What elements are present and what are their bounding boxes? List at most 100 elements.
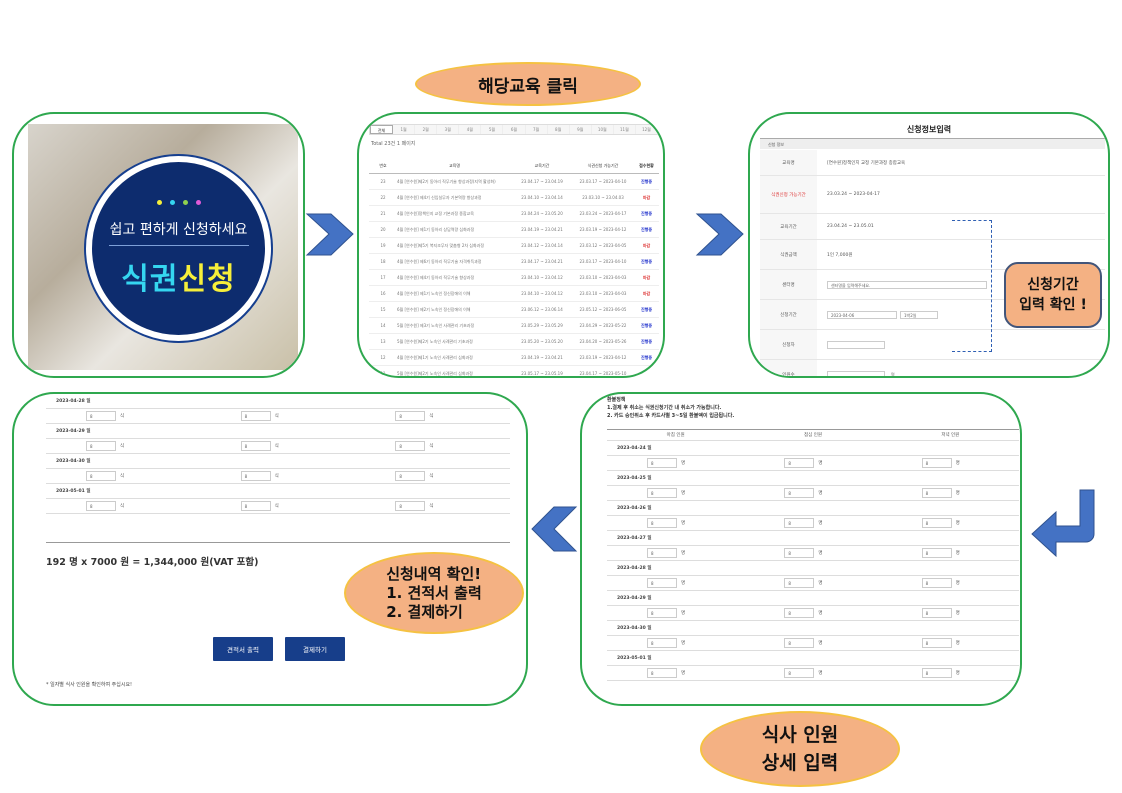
- meal-count-input[interactable]: 8: [86, 411, 116, 421]
- meal-count-input[interactable]: 8: [86, 471, 116, 481]
- course-title[interactable]: 5월 [연수원]제2기 노숙인 사례관리 심화과정: [397, 370, 473, 376]
- meal-count-input[interactable]: 8: [784, 638, 815, 648]
- meal-count-input[interactable]: 8: [784, 578, 815, 588]
- tab-month[interactable]: 8월: [547, 125, 570, 134]
- course-title[interactable]: 4월 [연수원] 제1기 노숙인 정신장애의 이해: [397, 290, 471, 296]
- row-number: 23: [380, 179, 386, 184]
- meal-count-input[interactable]: 8: [647, 608, 677, 618]
- course-title[interactable]: 5월 [연수원] 제3기 노숙인 사례관리 기초과정: [397, 322, 475, 328]
- meal-count-input[interactable]: 8: [86, 501, 116, 511]
- status-badge: 마감: [642, 290, 651, 296]
- meal-count-input[interactable]: 8: [921, 458, 952, 468]
- meal-count-input[interactable]: 8: [240, 471, 271, 481]
- meal-count-input[interactable]: 8: [647, 548, 677, 558]
- course-title[interactable]: 4월 [연수원] 제4기 신입실무자 기본역량 향상과정: [397, 194, 482, 200]
- meal-count-input[interactable]: 8: [784, 518, 815, 528]
- course-title[interactable]: 6월 [연수원] 제2기 노숙인 정신장애의 이해: [397, 306, 471, 312]
- course-title[interactable]: 4월 [연수원] 제6기 동아리 직무기술 자격취득과정: [397, 258, 482, 264]
- meal-count-input[interactable]: 8: [921, 668, 952, 678]
- course-title[interactable]: 4월 [연수원]정책인지 교정 기본과정 종합교육: [397, 210, 474, 216]
- meal-count-input[interactable]: 8: [647, 518, 677, 528]
- tab-month[interactable]: 3월: [437, 125, 460, 134]
- meal-count-input[interactable]: 8: [647, 488, 677, 498]
- meal-count-input[interactable]: 8: [784, 488, 815, 498]
- row-number: 15: [380, 307, 386, 312]
- meal-count-input[interactable]: 8: [647, 668, 677, 678]
- pay-button[interactable]: 결제하기: [285, 637, 345, 661]
- meal-count-input[interactable]: 8: [921, 608, 952, 618]
- meal-count-input[interactable]: 8: [921, 578, 952, 588]
- meal-count-input[interactable]: 8: [784, 458, 815, 468]
- meal-count-input[interactable]: 8: [784, 668, 815, 678]
- meal-unit: 명: [955, 521, 960, 526]
- meal-count-input[interactable]: 8: [240, 411, 271, 421]
- course-title[interactable]: 4월 [연수원]제2기 동아리 직무기술 향상과정(지역 활성화): [397, 178, 496, 184]
- tab-month[interactable]: 전체: [370, 125, 394, 134]
- meal-count-input[interactable]: 8: [647, 638, 677, 648]
- tab-month[interactable]: 6월: [503, 125, 526, 134]
- meal-count-input[interactable]: 8: [784, 608, 815, 618]
- tab-month[interactable]: 7월: [525, 125, 548, 134]
- meal-count-input[interactable]: 8: [240, 501, 271, 511]
- course-period: 23.05.17 ~ 23.05.19: [521, 371, 563, 376]
- meal-count-input[interactable]: 8: [921, 638, 952, 648]
- meal-count-input[interactable]: 8: [784, 548, 815, 558]
- meal-unit: 식: [429, 504, 434, 509]
- meal-count-input[interactable]: 8: [395, 411, 426, 421]
- meal-count-input[interactable]: 8: [395, 471, 426, 481]
- field-label: 센터명: [760, 270, 817, 299]
- status-badge: 진행중: [640, 322, 653, 328]
- tab-month[interactable]: 1월: [393, 125, 416, 134]
- tab-month[interactable]: 10월: [591, 125, 614, 134]
- meal-count-input[interactable]: 8: [921, 518, 952, 528]
- meal-date: 2023-04-26 일: [607, 501, 1019, 516]
- field-input[interactable]: [827, 370, 885, 376]
- meal-count-input[interactable]: 8: [240, 441, 271, 451]
- meal-count-input[interactable]: 8: [921, 548, 952, 558]
- print-estimate-button[interactable]: 견적서 출력: [213, 637, 273, 661]
- field-extra[interactable]: 1박2일: [900, 310, 938, 319]
- field-input[interactable]: 2023-04-06: [827, 310, 897, 319]
- meal-count-input[interactable]: 8: [395, 501, 426, 511]
- meal-count-input[interactable]: 8: [647, 578, 677, 588]
- course-title[interactable]: 4월 [연수원]제5기 복지조무자 맞춤형 2차 심화과정: [397, 242, 485, 248]
- meal-unit: 식: [274, 504, 279, 509]
- meal-count-input[interactable]: 8: [86, 441, 116, 451]
- tab-month[interactable]: 4월: [459, 125, 482, 134]
- tab-month[interactable]: 2월: [415, 125, 438, 134]
- tab-month[interactable]: 9월: [569, 125, 592, 134]
- tab-month[interactable]: 11월: [613, 125, 636, 134]
- course-title[interactable]: 5월 [연수원]제2기 노숙인 사례관리 기초과정: [397, 338, 473, 344]
- field-input[interactable]: [827, 340, 885, 349]
- field-extra[interactable]: 명: [888, 370, 900, 376]
- meal-count-input[interactable]: 8: [647, 458, 677, 468]
- tab-month[interactable]: 5월: [481, 125, 504, 134]
- field-input[interactable]: 센터명을 입력해주세요.: [827, 280, 987, 289]
- course-title[interactable]: 4월 [연수원] 제1기 동아리 상담역량 심화과정: [397, 226, 475, 232]
- meal-count-input[interactable]: 8: [395, 441, 426, 451]
- course-title[interactable]: 4월 [연수원]제1기 노숙인 사례관리 심화과정: [397, 354, 473, 360]
- tab-month[interactable]: 12월: [635, 125, 659, 134]
- course-title[interactable]: 4월 [연수원] 제4기 동아리 직무기술 향상과정: [397, 274, 475, 280]
- meal-count-input[interactable]: 8: [921, 488, 952, 498]
